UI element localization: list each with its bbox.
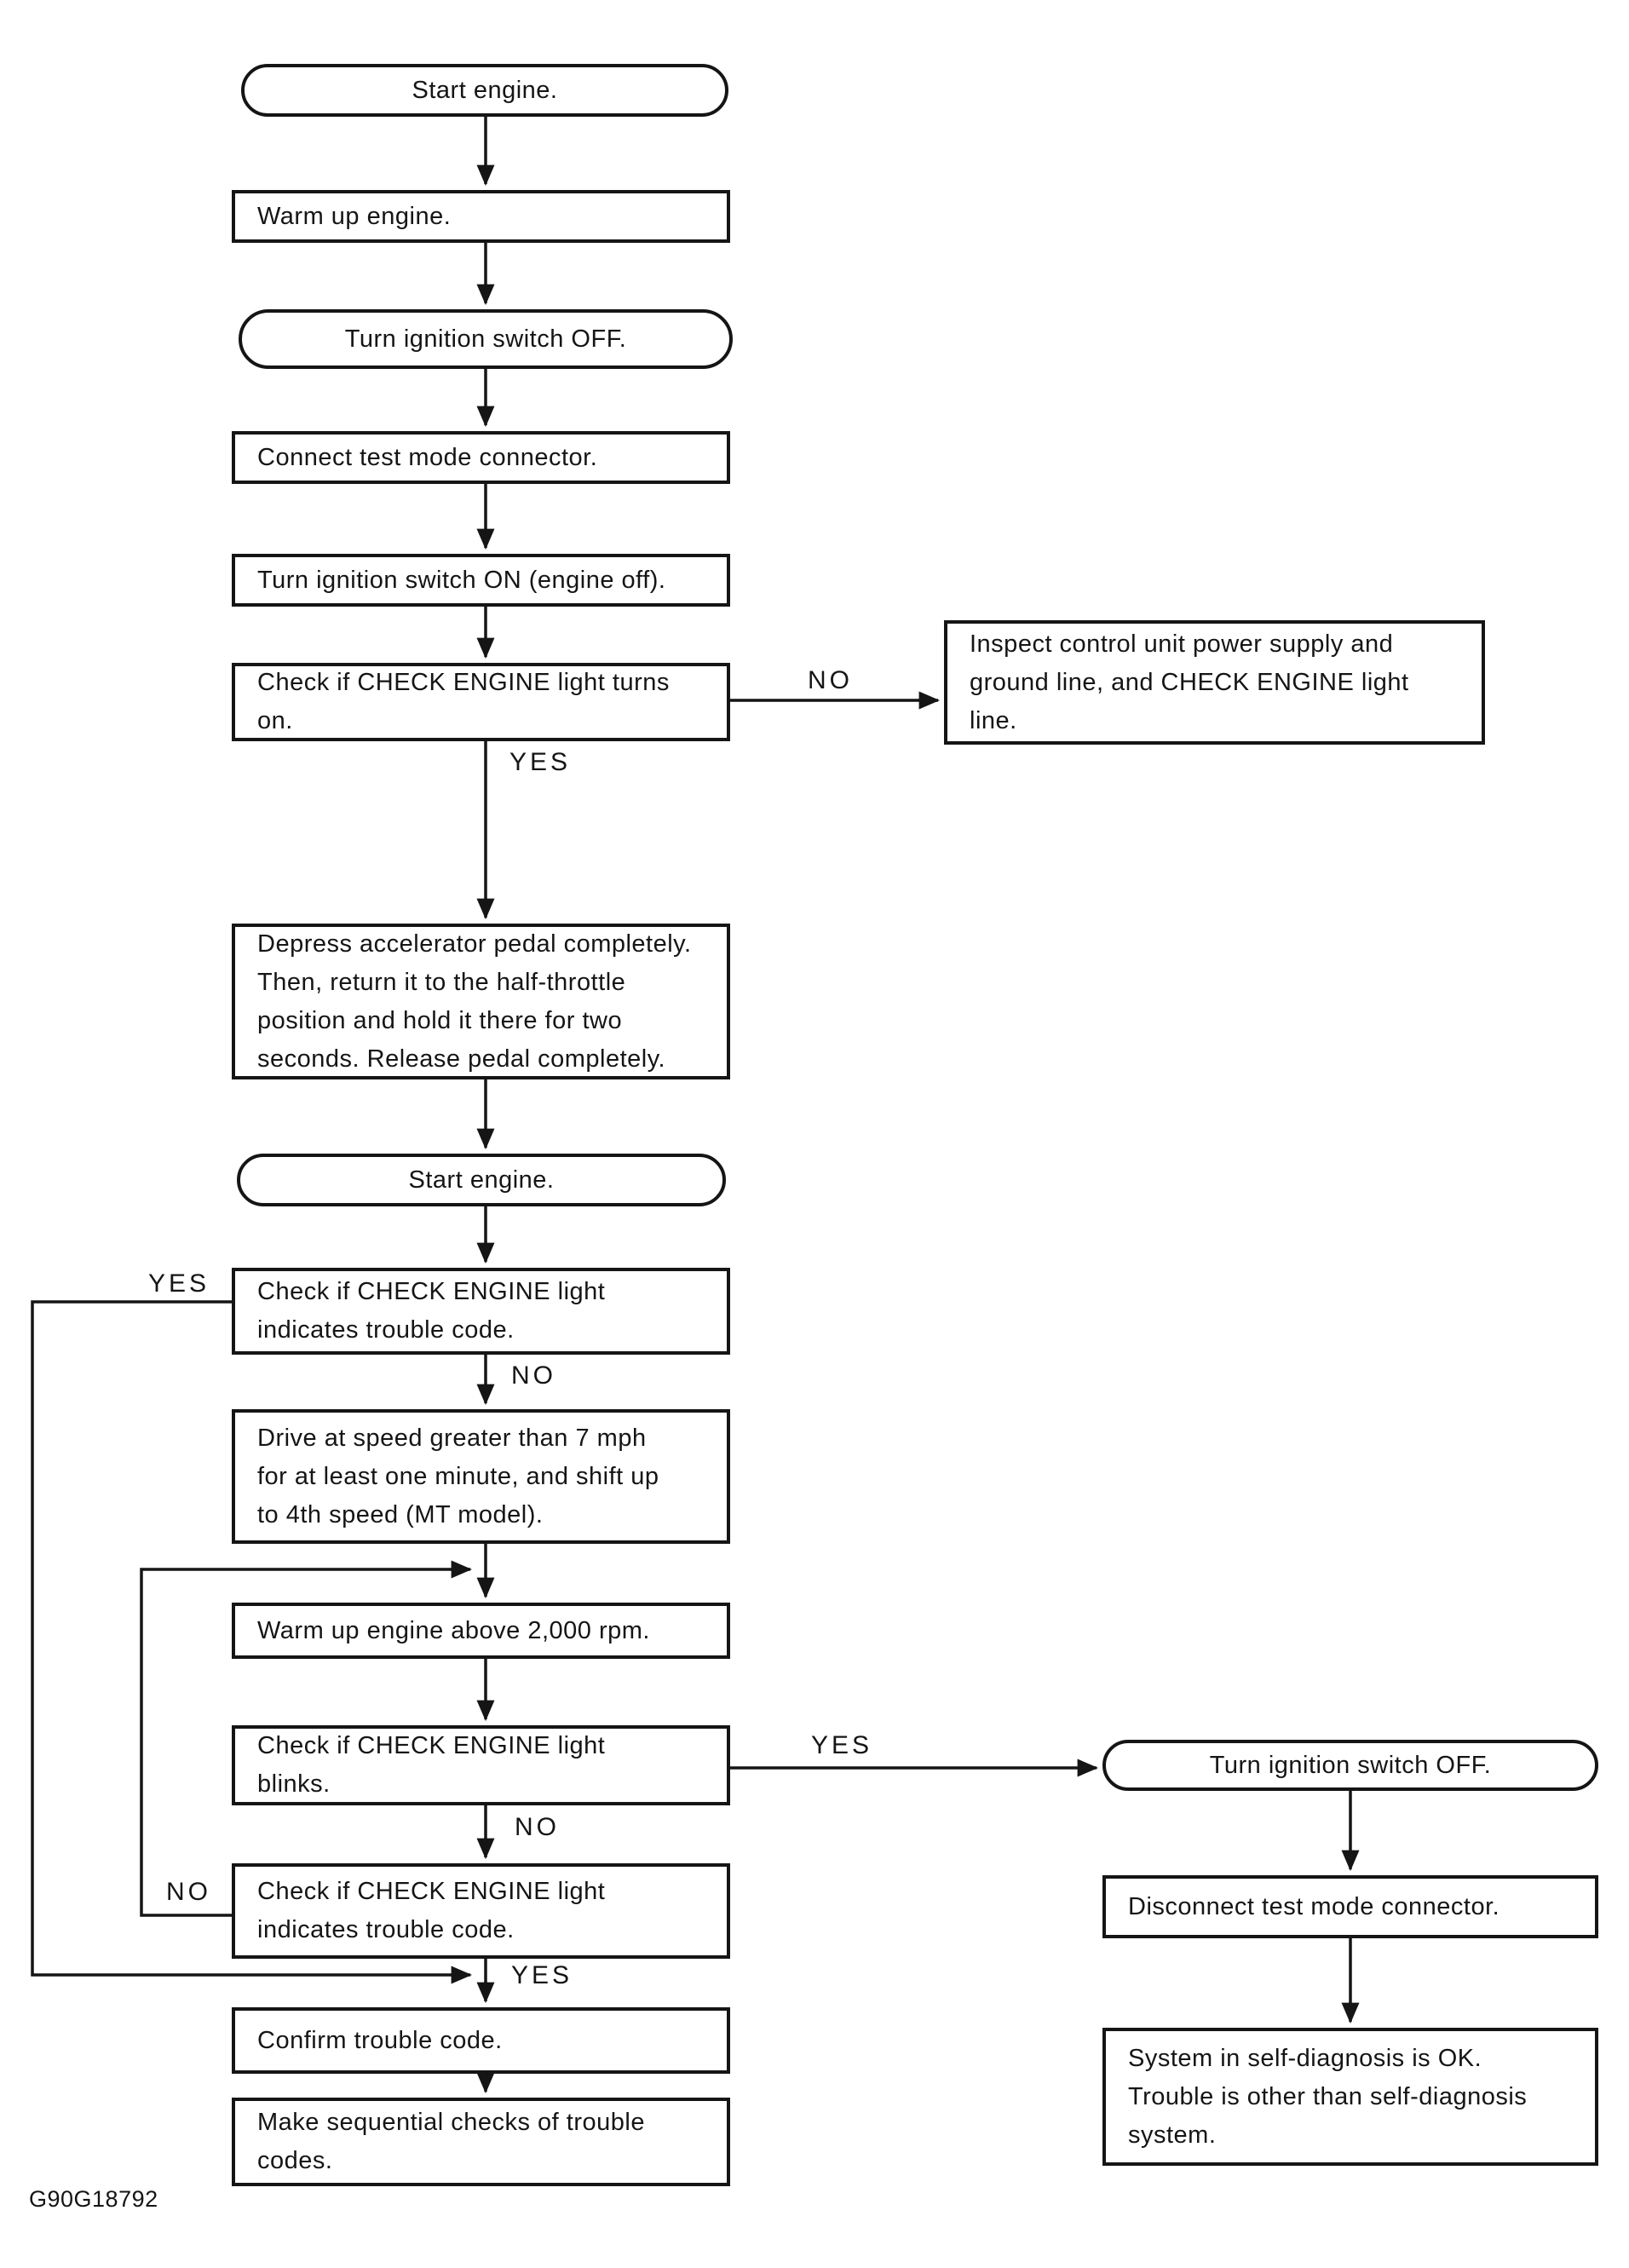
edge-checkcode2-no-loop <box>140 1560 473 1917</box>
node-drive-speed-label: Drive at speed greater than 7 mph for at… <box>257 1424 659 1528</box>
label-code1-yes: YES <box>148 1269 210 1298</box>
node-system-ok: System in self-diagnosis is OK. Trouble … <box>1102 2028 1598 2166</box>
node-connect-test-mode-label: Connect test mode connector. <box>257 443 598 471</box>
node-system-ok-label: System in self-diagnosis is OK. Trouble … <box>1128 2044 1528 2149</box>
node-check-trouble-code-1-label: Check if CHECK ENGINE light indicates tr… <box>257 1278 606 1344</box>
node-check-trouble-code-2: Check if CHECK ENGINE light indicates tr… <box>232 1863 730 1959</box>
edge-checkcode1-yes-loop <box>31 1300 473 1984</box>
node-connect-test-mode: Connect test mode connector. <box>232 431 730 484</box>
node-check-light-blinks-label: Check if CHECK ENGINE light blinks. <box>257 1732 606 1798</box>
label-light-on-yes: YES <box>509 748 572 776</box>
document-code: G90G18792 <box>29 2186 158 2212</box>
node-ignition-off-2-label: Turn ignition switch OFF. <box>1209 1751 1492 1779</box>
node-warm-up-engine-label: Warm up engine. <box>257 202 452 230</box>
label-code2-no: NO <box>166 1878 211 1906</box>
node-warm-up-2000: Warm up engine above 2,000 rpm. <box>232 1603 730 1659</box>
node-ignition-off-1: Turn ignition switch OFF. <box>239 309 733 369</box>
node-warm-up-2000-label: Warm up engine above 2,000 rpm. <box>257 1616 650 1644</box>
node-check-light-on: Check if CHECK ENGINE light turns on. <box>232 663 730 741</box>
node-inspect-power-label: Inspect control unit power supply and gr… <box>970 630 1409 734</box>
node-depress-pedal-label: Depress accelerator pedal completely. Th… <box>257 930 692 1073</box>
node-ignition-on: Turn ignition switch ON (engine off). <box>232 554 730 607</box>
node-start-engine-2-label: Start engine. <box>408 1166 555 1194</box>
label-blinks-no: NO <box>515 1813 560 1841</box>
node-start-engine-2: Start engine. <box>237 1154 726 1206</box>
node-warm-up-engine: Warm up engine. <box>232 190 730 243</box>
node-disconnect-test-mode-label: Disconnect test mode connector. <box>1128 1892 1500 1920</box>
node-drive-speed: Drive at speed greater than 7 mph for at… <box>232 1409 730 1544</box>
node-start-engine-1: Start engine. <box>241 64 728 117</box>
label-blinks-yes: YES <box>811 1731 873 1759</box>
node-ignition-off-1-label: Turn ignition switch OFF. <box>344 325 627 353</box>
node-confirm-trouble-code-label: Confirm trouble code. <box>257 2026 503 2054</box>
node-check-light-blinks: Check if CHECK ENGINE light blinks. <box>232 1725 730 1805</box>
node-start-engine-1-label: Start engine. <box>412 76 558 104</box>
node-disconnect-test-mode: Disconnect test mode connector. <box>1102 1875 1598 1938</box>
node-check-light-on-label: Check if CHECK ENGINE light turns on. <box>257 669 670 734</box>
node-check-trouble-code-2-label: Check if CHECK ENGINE light indicates tr… <box>257 1878 606 1943</box>
label-code1-no: NO <box>511 1361 556 1390</box>
node-sequential-checks-label: Make sequential checks of trouble codes. <box>257 2109 645 2174</box>
node-check-trouble-code-1: Check if CHECK ENGINE light indicates tr… <box>232 1268 730 1355</box>
label-code2-yes: YES <box>511 1961 573 1989</box>
node-sequential-checks: Make sequential checks of trouble codes. <box>232 2098 730 2186</box>
node-ignition-on-label: Turn ignition switch ON (engine off). <box>257 566 666 594</box>
node-confirm-trouble-code: Confirm trouble code. <box>232 2007 730 2074</box>
node-depress-pedal: Depress accelerator pedal completely. Th… <box>232 924 730 1079</box>
node-ignition-off-2: Turn ignition switch OFF. <box>1102 1740 1598 1791</box>
label-light-on-no: NO <box>808 666 853 694</box>
node-inspect-power: Inspect control unit power supply and gr… <box>944 620 1485 745</box>
